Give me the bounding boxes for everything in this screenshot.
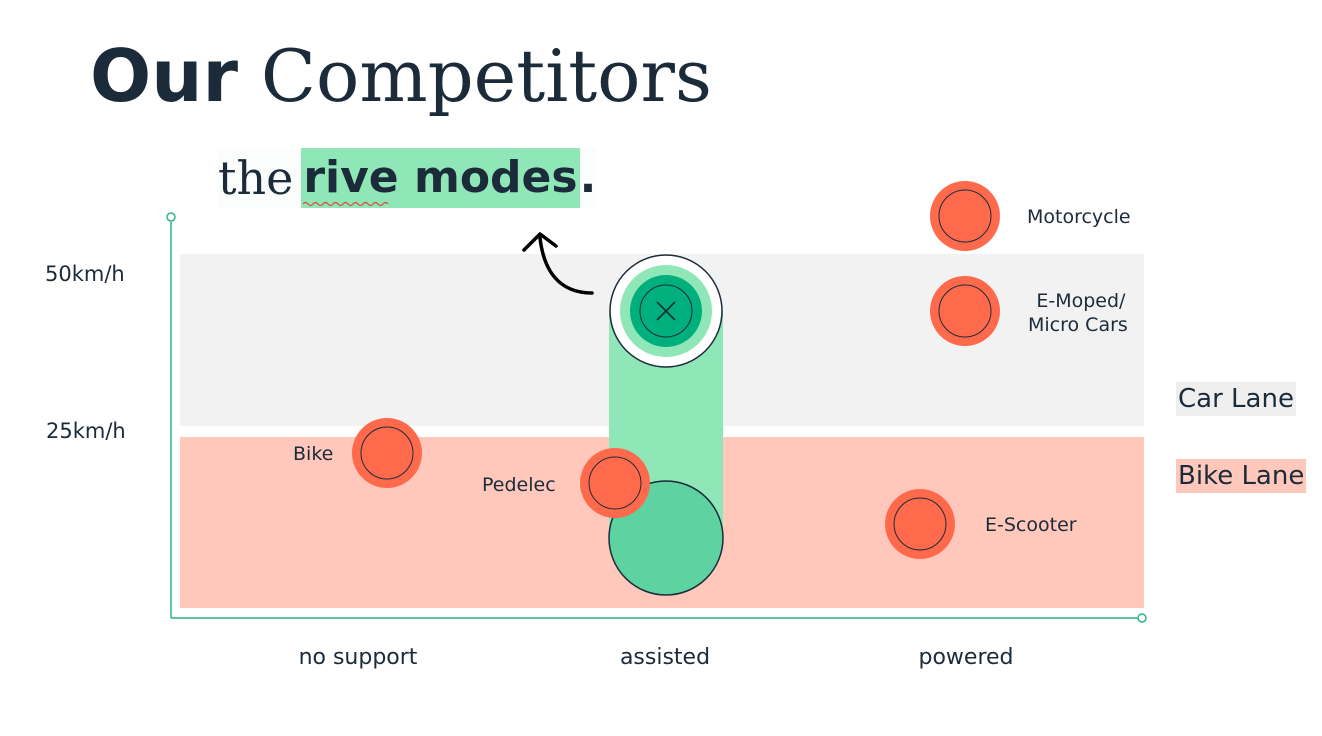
y-tick-25: 25km/h (46, 419, 126, 443)
tagline-highlight: rive modes (301, 148, 580, 208)
competitor-marker-e-moped[interactable] (930, 276, 1000, 346)
y-axis-end-marker (166, 212, 176, 222)
tagline-highlight-text: rive modes (303, 152, 578, 203)
competitor-label-e-scooter: E-Scooter (985, 514, 1077, 536)
slide-title: Our Competitors (90, 34, 712, 118)
competitor-marker-e-scooter[interactable] (885, 489, 955, 559)
car-lane-label: Car Lane (1176, 382, 1296, 416)
competitor-label-e-moped-line1: E-Moped/ (1036, 290, 1126, 312)
bike-lane-label: Bike Lane (1176, 459, 1307, 493)
competitor-marker-motorcycle[interactable] (930, 181, 1000, 251)
competitor-label-e-moped: E-Moped/ Micro Cars (1028, 289, 1128, 337)
competitor-marker-pedelec[interactable] (580, 448, 650, 518)
competitor-label-bike: Bike (293, 443, 334, 465)
own-product-top-inner (639, 284, 693, 338)
competitor-label-motorcycle: Motorcycle (1027, 206, 1131, 228)
x-category-powered: powered (918, 645, 1014, 670)
competitor-label-e-moped-line2: Micro Cars (1028, 314, 1128, 336)
x-axis-end-marker (1137, 613, 1147, 623)
competitor-marker-bike[interactable] (352, 418, 422, 488)
close-icon (656, 301, 676, 321)
curved-arrow-icon (522, 232, 594, 295)
title-regular-word: Competitors (260, 34, 712, 118)
tagline[interactable]: the rive modes . (218, 148, 597, 208)
tagline-suffix: . (579, 152, 597, 203)
title-bold-word: Our (90, 34, 238, 118)
x-category-assisted: assisted (619, 645, 711, 670)
x-category-no-support: no support (298, 645, 418, 670)
competitor-label-pedelec: Pedelec (482, 474, 556, 496)
spellcheck-underline-icon (303, 201, 389, 207)
tagline-prefix: the (218, 151, 294, 205)
y-tick-50: 50km/h (45, 262, 125, 286)
